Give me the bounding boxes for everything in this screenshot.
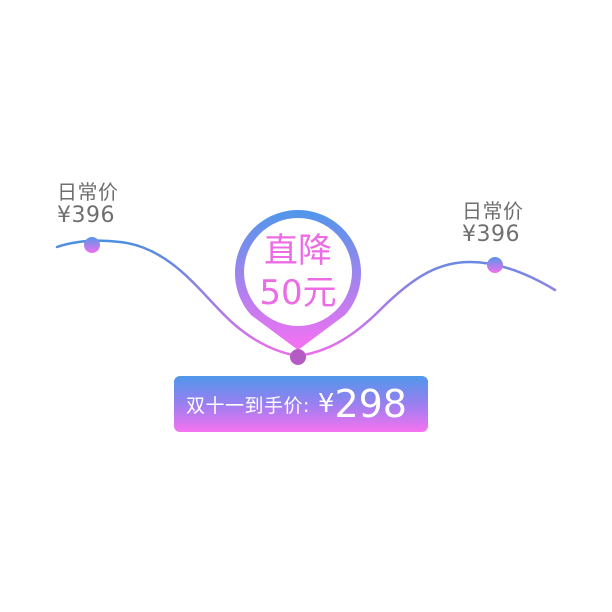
left-price-title: 日常价 [57, 180, 119, 204]
right-price-dot [487, 257, 503, 273]
discount-pin-text: 直降 50元 [246, 230, 350, 314]
left-price-dot [84, 237, 100, 253]
final-price-label: 双十一到手价: [186, 394, 310, 417]
right-price-value: ¥396 [462, 222, 520, 247]
right-price-title: 日常价 [462, 199, 524, 223]
left-price-value: ¥396 [57, 203, 115, 228]
final-price-amount: 298 [334, 382, 407, 426]
discount-line-1: 直降 [264, 231, 332, 271]
left-regular-price: 日常价 ¥396 [57, 180, 119, 228]
currency-symbol: ¥ [317, 389, 335, 419]
discount-line-2: 50元 [259, 273, 337, 313]
right-regular-price: 日常价 ¥396 [462, 199, 524, 247]
final-price-banner: 双十一到手价: ¥ 298 [174, 376, 428, 432]
lowest-price-dot [290, 349, 306, 365]
